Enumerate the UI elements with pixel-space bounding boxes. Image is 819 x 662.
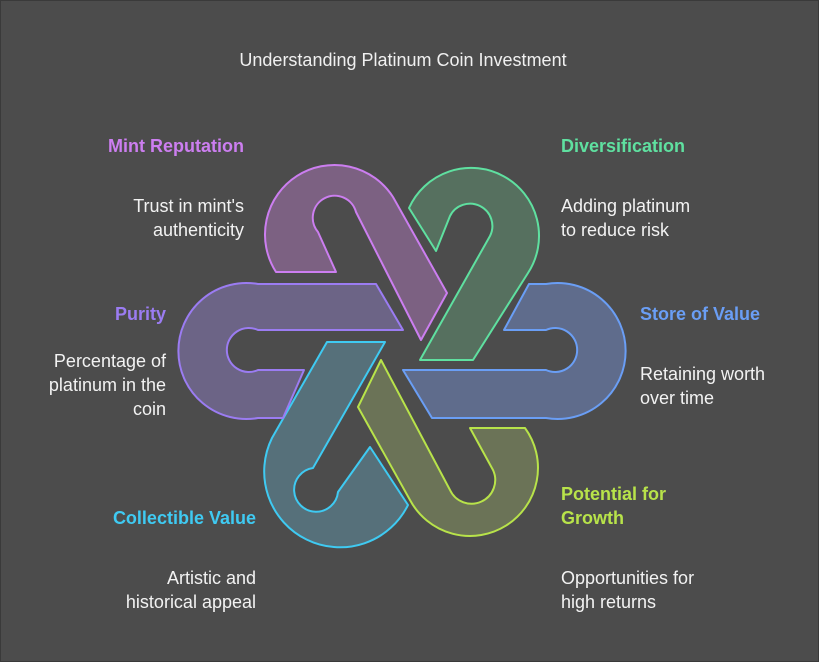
collectible-value-heading: Collectible Value <box>112 508 256 528</box>
description-line: platinum in the <box>48 375 166 395</box>
knot-segment-diversification <box>408 166 540 361</box>
description-line: historical appeal <box>125 592 256 612</box>
knot-segment-potential-for-growth <box>357 359 539 537</box>
knot-segment-collectible-value <box>263 341 409 549</box>
description-line: to reduce risk <box>561 220 670 240</box>
diversification-heading: Diversification <box>561 136 686 156</box>
knot-segment-purity <box>177 282 404 420</box>
store-of-value-heading: Store of Value <box>640 304 761 324</box>
diversification-description: Adding platinum to reduce risk <box>561 194 690 242</box>
description-line: over time <box>640 388 715 408</box>
description-line: Trust in mint's <box>133 196 244 216</box>
potential-for-growth-heading: Potential for Growth <box>561 482 666 530</box>
description-line: Retaining worth <box>640 364 766 384</box>
description-line: Opportunities for <box>561 568 695 588</box>
knot-segment-store-of-value <box>402 282 627 420</box>
description-line: Adding platinum <box>561 196 691 216</box>
diagram-title: Understanding Platinum Coin Investment <box>239 50 567 70</box>
description-line: authenticity <box>152 220 244 240</box>
description-line: Percentage of <box>53 351 166 371</box>
mint-reputation-description: Trust in mint's authenticity <box>60 194 244 242</box>
description-line: coin <box>132 399 166 419</box>
collectible-value-description: Artistic and historical appeal <box>60 566 256 614</box>
description-line: Artistic and <box>166 568 256 588</box>
purity-description: Percentage of platinum in the coin <box>20 349 166 421</box>
mint-reputation-heading: Mint Reputation <box>108 136 244 156</box>
knot-segment-mint-reputation <box>264 164 448 341</box>
heading-line: Growth <box>561 508 624 528</box>
heading-line: Potential for <box>561 484 667 504</box>
purity-heading: Purity <box>114 304 166 324</box>
store-of-value-description: Retaining worth over time <box>640 362 765 410</box>
potential-for-growth-description: Opportunities for high returns <box>561 566 694 614</box>
description-line: high returns <box>561 592 657 612</box>
